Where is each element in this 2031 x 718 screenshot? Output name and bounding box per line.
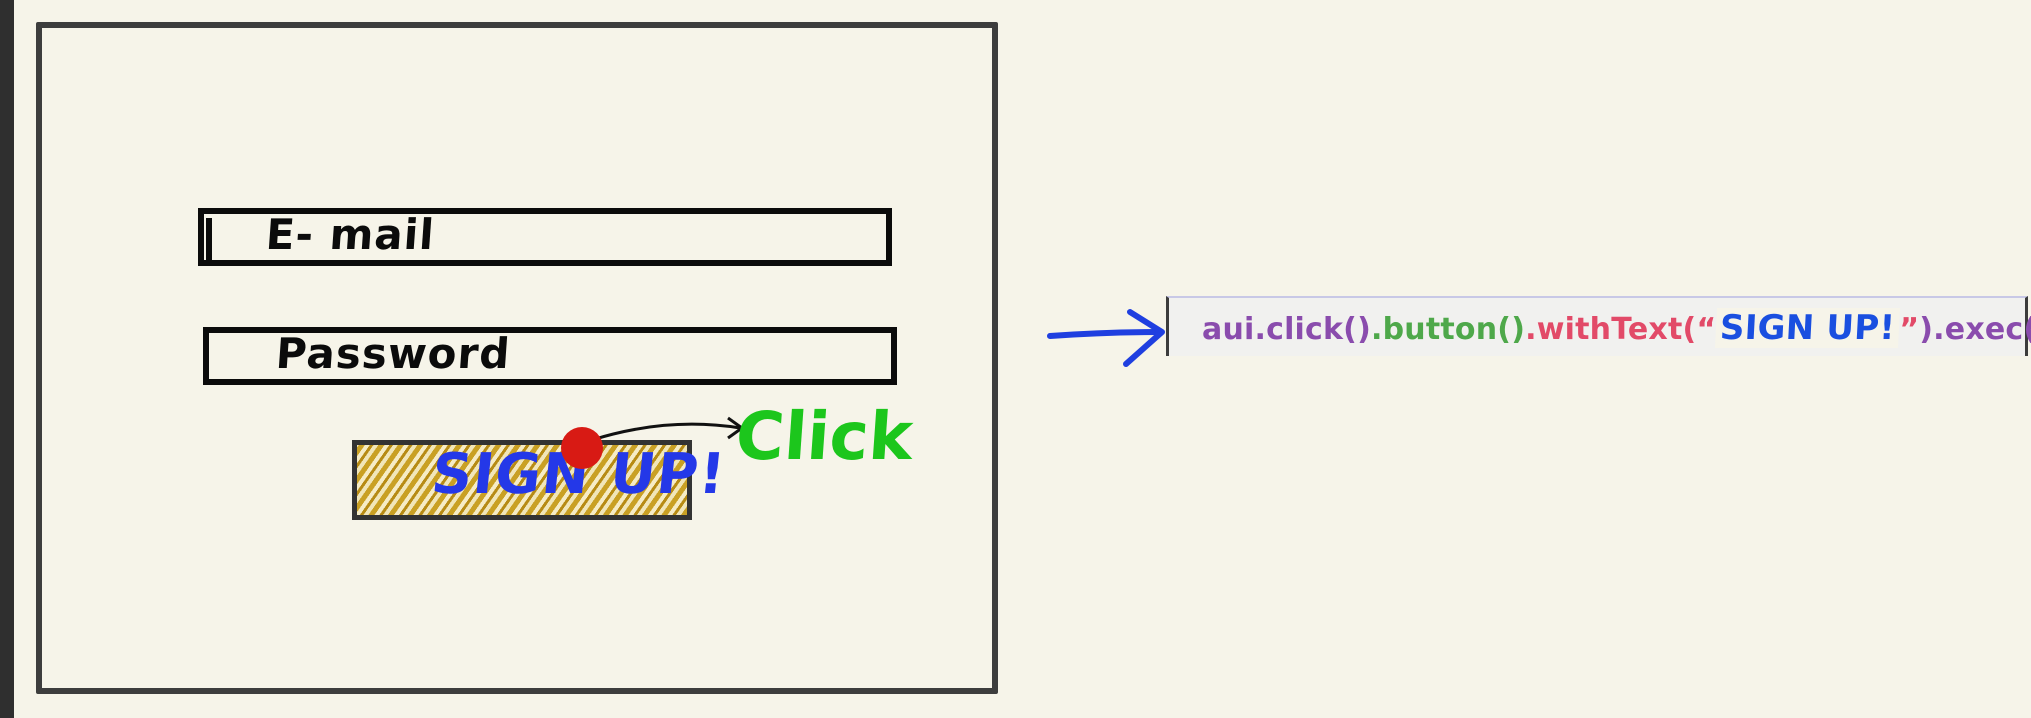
code-open-quote: “ — [1696, 312, 1717, 347]
code-button-call: .button() — [1371, 312, 1526, 347]
password-field[interactable] — [203, 327, 897, 385]
code-handwritten-value: SIGN UP! — [1715, 308, 1901, 348]
window-edge — [0, 0, 14, 718]
code-exec-call: ).exec(); — [1919, 312, 2031, 347]
code-withtext-call: .withText( — [1525, 312, 1697, 347]
red-dot-icon — [561, 427, 603, 469]
sign-up-button[interactable] — [352, 440, 692, 520]
app-screen-frame — [36, 22, 998, 694]
code-snippet: aui.click().button().withText(“SIGN UP!”… — [1202, 308, 2031, 348]
code-click-call: aui.click() — [1202, 312, 1371, 347]
text-cursor — [206, 218, 212, 262]
code-close-quote: ” — [1899, 312, 1920, 347]
email-field[interactable] — [198, 208, 892, 266]
